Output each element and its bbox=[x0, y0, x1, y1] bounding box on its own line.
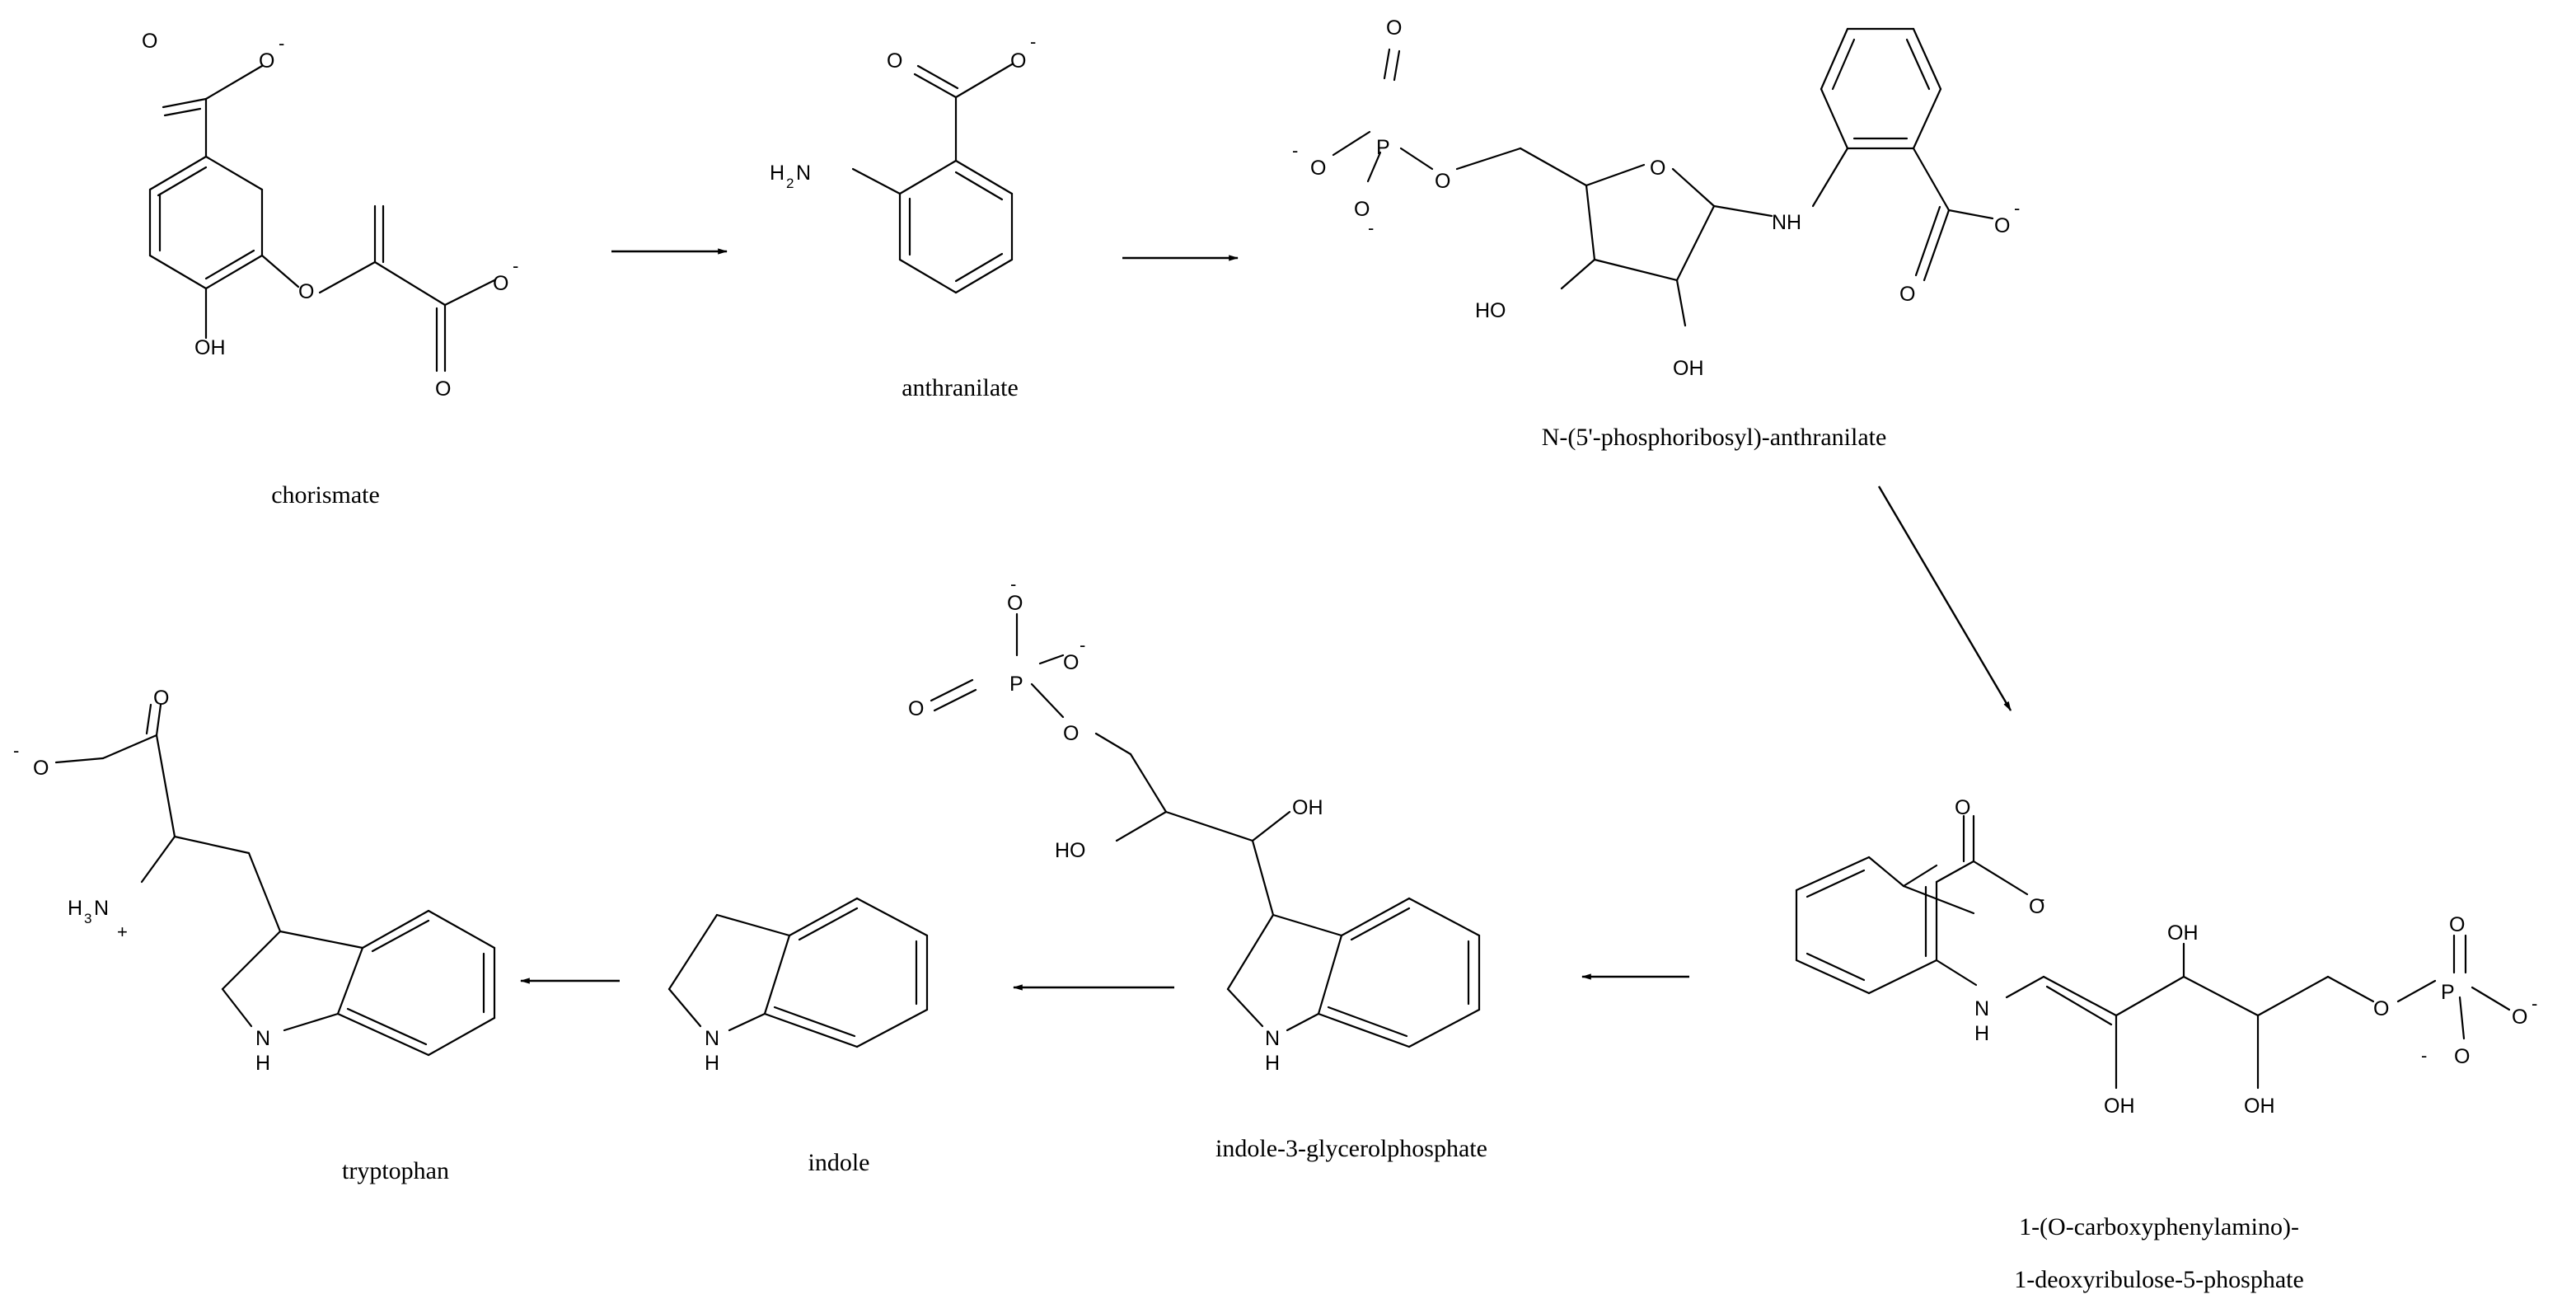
compound-carboxyphenylamino-deoxyribulose-phosphate: O O - N H OH OH OH O P O O - O - 1-(O-ca… bbox=[1795, 796, 2537, 1293]
atom-label: N bbox=[255, 1027, 270, 1050]
atom-label: H bbox=[255, 1052, 270, 1075]
atom-label: O bbox=[1955, 796, 1970, 819]
atom-label: N bbox=[94, 897, 109, 920]
compound-name-indole: indole bbox=[808, 1149, 870, 1176]
atom-label: O bbox=[142, 30, 157, 53]
atom-label: O bbox=[1435, 170, 1450, 193]
atom-label: H bbox=[1265, 1052, 1280, 1075]
reaction-arrows bbox=[519, 248, 2012, 991]
compound-name-igp: indole-3-glycerolphosphate bbox=[1215, 1135, 1487, 1162]
charge-label: - bbox=[2014, 198, 2020, 218]
compound-anthranilate: O O - H 2 N anthranilate bbox=[770, 31, 1036, 401]
atom-label: O bbox=[1063, 651, 1079, 674]
atom-label: HO bbox=[1055, 839, 1086, 862]
compound-chorismate: O O - O OH O - O chorismate bbox=[142, 30, 518, 509]
compound-name-pra: N-(5'-phosphoribosyl)-anthranilate bbox=[1542, 424, 1887, 451]
atom-label: OH bbox=[1673, 357, 1704, 380]
atom-label: H bbox=[1974, 1022, 1989, 1045]
atom-label: O bbox=[493, 272, 508, 295]
atom-label: H bbox=[705, 1052, 719, 1075]
atom-label: O bbox=[1386, 16, 1402, 40]
atom-label: OH bbox=[2167, 921, 2199, 945]
atom-label: O bbox=[435, 377, 451, 401]
charge-label: - bbox=[279, 33, 284, 54]
compound-name-cdrp-line1: 1-(O-carboxyphenylamino)- bbox=[2019, 1213, 2299, 1240]
charge-label: - bbox=[1080, 635, 1085, 655]
atom-label: OH bbox=[2244, 1095, 2275, 1118]
atom-label: O bbox=[1007, 592, 1023, 615]
atom-label: P bbox=[2441, 981, 2455, 1004]
atom-label: OH bbox=[2104, 1095, 2135, 1118]
atom-label: N bbox=[705, 1027, 719, 1050]
atom-label: O bbox=[1994, 214, 2010, 237]
atom-label: O bbox=[153, 687, 169, 710]
charge-label: - bbox=[13, 740, 19, 761]
atom-label: P bbox=[1376, 136, 1390, 159]
compound-name-cdrp-line2: 1-deoxyribulose-5-phosphate bbox=[2014, 1266, 2304, 1293]
atom-label: O bbox=[33, 757, 49, 780]
atom-label: O bbox=[2449, 913, 2465, 936]
charge-label: + bbox=[117, 921, 128, 942]
atom-label: P bbox=[1009, 673, 1023, 696]
charge-label: - bbox=[1292, 140, 1298, 161]
atom-label: NH bbox=[1772, 211, 1801, 234]
atom-label: OH bbox=[194, 336, 226, 359]
compound-indole-3-glycerolphosphate: O - O - P O O HO OH N H indole-3-glycero… bbox=[908, 574, 1487, 1162]
charge-label: - bbox=[1368, 218, 1374, 238]
atom-subscript: 2 bbox=[786, 176, 794, 191]
atom-label: H bbox=[770, 162, 785, 185]
atom-label: O bbox=[298, 280, 314, 303]
charge-label: - bbox=[2421, 1045, 2427, 1066]
compound-phosphoribosyl-anthranilate: O P O - O - O O HO OH NH O - O N-(5'-pho… bbox=[1292, 16, 2020, 451]
atom-label: N bbox=[1974, 997, 1989, 1020]
charge-label: - bbox=[513, 256, 518, 276]
atom-label: O bbox=[2029, 895, 2044, 918]
arrow-pra-to-cdrp bbox=[1877, 485, 2012, 712]
charge-label: - bbox=[1010, 574, 1016, 594]
atom-subscript: 3 bbox=[84, 911, 91, 926]
atom-label: H bbox=[68, 897, 82, 920]
atom-label: O bbox=[2512, 1006, 2527, 1029]
charge-label: - bbox=[1030, 31, 1036, 52]
atom-label: N bbox=[1265, 1027, 1280, 1050]
atom-label: OH bbox=[1292, 796, 1323, 819]
atom-label: HO bbox=[1475, 299, 1506, 322]
atom-label: O bbox=[887, 49, 902, 73]
charge-label: - bbox=[2532, 993, 2537, 1014]
atom-label: O bbox=[1010, 49, 1026, 73]
atom-label: O bbox=[1310, 157, 1326, 180]
atom-label: O bbox=[259, 49, 274, 73]
atom-label: N bbox=[796, 162, 811, 185]
compound-indole: N H indole bbox=[667, 897, 929, 1176]
atom-label: O bbox=[2373, 997, 2389, 1020]
atom-label: O bbox=[1354, 198, 1370, 221]
compound-tryptophan: O - O H 3 N + N H tryptophan bbox=[13, 687, 496, 1184]
atom-label: O bbox=[1650, 157, 1665, 180]
compound-name-chorismate: chorismate bbox=[271, 481, 380, 509]
compound-name-anthranilate: anthranilate bbox=[902, 374, 1019, 401]
compound-name-tryptophan: tryptophan bbox=[342, 1157, 449, 1184]
charge-label: - bbox=[2039, 889, 2044, 909]
atom-label: O bbox=[2454, 1045, 2470, 1068]
atom-label: O bbox=[908, 697, 924, 720]
atom-label: O bbox=[1063, 722, 1079, 745]
atom-label: O bbox=[1899, 283, 1915, 306]
